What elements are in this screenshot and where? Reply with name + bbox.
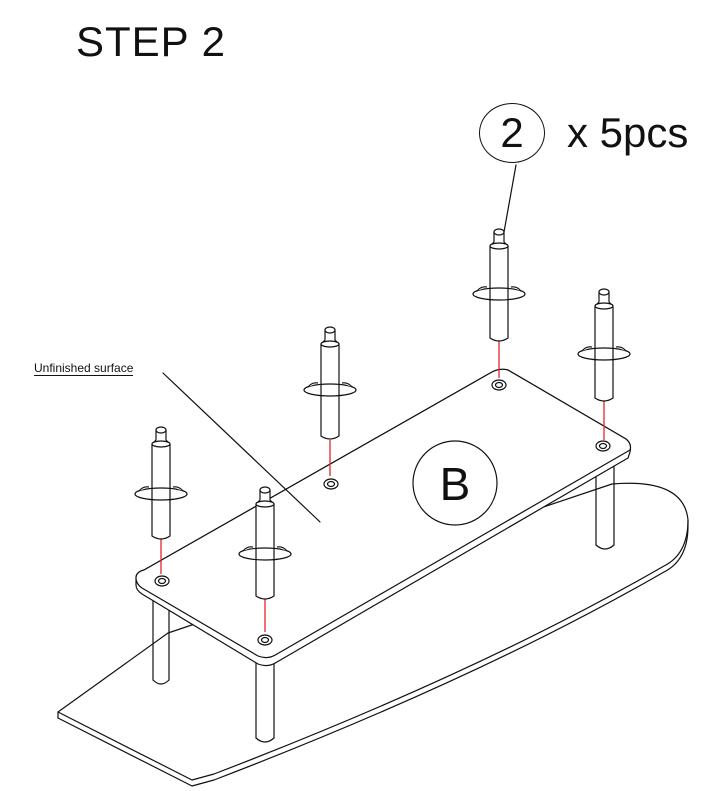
dowel-1 <box>134 426 188 540</box>
step-title: STEP 2 <box>76 18 226 65</box>
part-number-leader <box>503 164 517 233</box>
panel-b-label: B <box>440 458 471 510</box>
callout-leader <box>162 372 321 523</box>
dowel-5 <box>577 288 631 402</box>
legs <box>152 455 615 743</box>
dowels <box>134 228 631 600</box>
panel-b-circle <box>412 440 498 526</box>
part-number-circle: 2 <box>479 103 545 163</box>
part-number: 2 <box>500 109 524 156</box>
unfinished-surface-label: Unfinished surface <box>34 361 134 376</box>
alignment-guides <box>160 340 605 632</box>
dowel-4 <box>472 228 526 342</box>
dowel-3 <box>303 326 357 440</box>
dowel-2 <box>238 486 292 600</box>
panel-holes <box>154 379 611 646</box>
part-quantity: x 5pcs <box>567 109 689 156</box>
base-shelf <box>57 482 689 787</box>
